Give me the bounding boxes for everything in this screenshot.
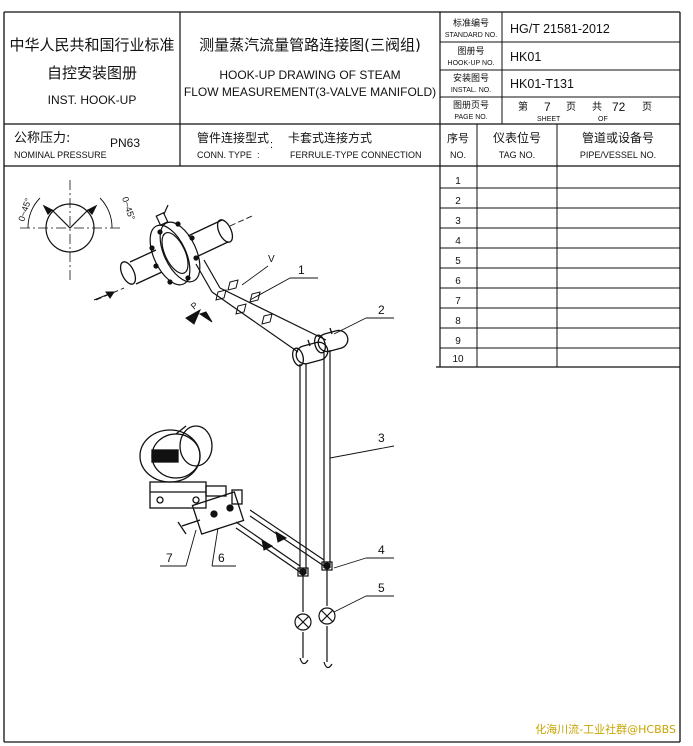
sheet-prefix-cn: 第: [518, 100, 528, 113]
col-header-tag-cn: 仪表位号: [493, 130, 541, 145]
instal-no-label-en: INSTAL. NO.: [451, 87, 491, 94]
col-header-pipe-en: PIPE/VESSEL NO.: [580, 150, 656, 160]
drain-valves: [294, 607, 336, 631]
callout-5: 5: [378, 581, 385, 595]
condensate-pots: [291, 327, 349, 367]
hookup-no-label-cn: 图册号: [457, 46, 484, 57]
vertical-tubes: [299, 350, 331, 574]
nominal-pressure-label-cn: 公称压力:: [14, 131, 70, 146]
table-row-number: 9: [455, 336, 461, 347]
nominal-pressure-value: PN63: [110, 136, 140, 150]
hookup-no-value: HK01: [510, 50, 541, 64]
drawing-title-en-line1: HOOK-UP DRAWING OF STEAM: [219, 68, 400, 82]
orifice-flange: [149, 204, 201, 286]
total-unit-cn: 页: [642, 101, 652, 113]
of-label-en: OF: [598, 116, 608, 123]
callout-numbers: 1 2 3 4 5 6 7: [166, 263, 385, 595]
flow-label-v: V: [268, 254, 275, 265]
hookup-book-cn: 自控安装图册: [47, 64, 137, 82]
conn-type-value-en: FERRULE-TYPE CONNECTION: [290, 150, 422, 160]
total-pages: 72: [612, 100, 626, 114]
sheet-label-en: SHEET: [537, 116, 561, 123]
conn-type-colon-1: :: [270, 139, 273, 151]
table-row-number: 5: [455, 256, 461, 267]
col-header-tag-en: TAG NO.: [499, 150, 535, 160]
dp-transmitter: [139, 425, 213, 509]
callout-1: 1: [298, 263, 305, 277]
sheet-number: 7: [544, 100, 551, 114]
callout-4: 4: [378, 543, 385, 557]
angle-label-right: 0~45°: [120, 196, 137, 222]
standard-no-label-cn: 标准编号: [453, 17, 489, 29]
table-row-number: 3: [455, 216, 461, 227]
conn-type-colon-2: :: [257, 150, 260, 160]
root-valves: [215, 279, 273, 325]
conn-type-value-cn: 卡套式连接方式: [288, 130, 372, 145]
table-row-number: 8: [455, 316, 461, 327]
impulse-lines: [195, 259, 327, 353]
drawing-title-cn: 测量蒸汽流量管路连接图(三阀组): [199, 36, 421, 54]
col-header-no-en: NO.: [450, 150, 466, 160]
nominal-pressure-label-en: NOMINAL PRESSURE: [14, 150, 107, 160]
angle-label-left: 0~45°: [16, 196, 33, 222]
conn-type-label-cn: 管件连接型式: [197, 130, 269, 145]
three-valve-manifold: [177, 485, 245, 535]
orifice-label-p: P: [189, 300, 200, 312]
callout-7: 7: [166, 551, 173, 565]
standard-no-value: HG/T 21581-2012: [510, 22, 610, 36]
callout-2: 2: [378, 303, 385, 317]
drawing-title-en-line2: FLOW MEASUREMENT(3-VALVE MANIFOLD): [184, 85, 436, 99]
v-leader: [241, 265, 269, 286]
drain-lines: [299, 570, 333, 669]
instal-no-value: HK01-T131: [510, 77, 574, 91]
col-header-pipe-cn: 管道或设备号: [582, 130, 654, 145]
org-title-cn: 中华人民共和国行业标准: [9, 36, 174, 54]
standard-no-label-en: STANDARD NO.: [445, 32, 497, 39]
col-header-no-cn: 序号: [447, 131, 469, 145]
table-row-number: 10: [452, 354, 464, 365]
conn-type-label-en: CONN. TYPE: [197, 150, 252, 160]
callout-3: 3: [378, 431, 385, 445]
table-row-number: 7: [455, 296, 461, 307]
table-row-number: 4: [455, 236, 461, 247]
callout-6: 6: [218, 551, 225, 565]
sheet-unit-cn: 页: [566, 101, 576, 113]
tube-valves: [261, 530, 288, 551]
page-no-label-cn: 图册页号: [453, 100, 489, 111]
total-prefix-cn: 共: [592, 101, 602, 113]
tag-table-rows: 1 2 3 4 5 6 7 8 9 10: [452, 176, 464, 365]
watermark: 化海川流-工业社群@HCBBS: [535, 722, 676, 736]
title-block-grid: [4, 12, 680, 368]
table-row-number: 2: [455, 196, 461, 207]
page-no-label-en: PAGE NO.: [454, 114, 487, 121]
tap-orientation-symbol: [20, 180, 120, 282]
callout-leaders: [160, 277, 395, 613]
table-row-number: 1: [455, 176, 461, 187]
tag-table-row-lines: [440, 187, 680, 349]
hookup-no-label-en: HOOK-UP NO.: [448, 60, 495, 67]
hookup-book-en: INST. HOOK-UP: [48, 93, 137, 107]
table-row-number: 6: [455, 276, 461, 287]
orifice-symbol: [185, 308, 213, 325]
instal-no-label-cn: 安装图号: [453, 72, 489, 84]
drawing-frame: [3, 11, 681, 743]
flow-direction-arrow: [93, 291, 115, 301]
